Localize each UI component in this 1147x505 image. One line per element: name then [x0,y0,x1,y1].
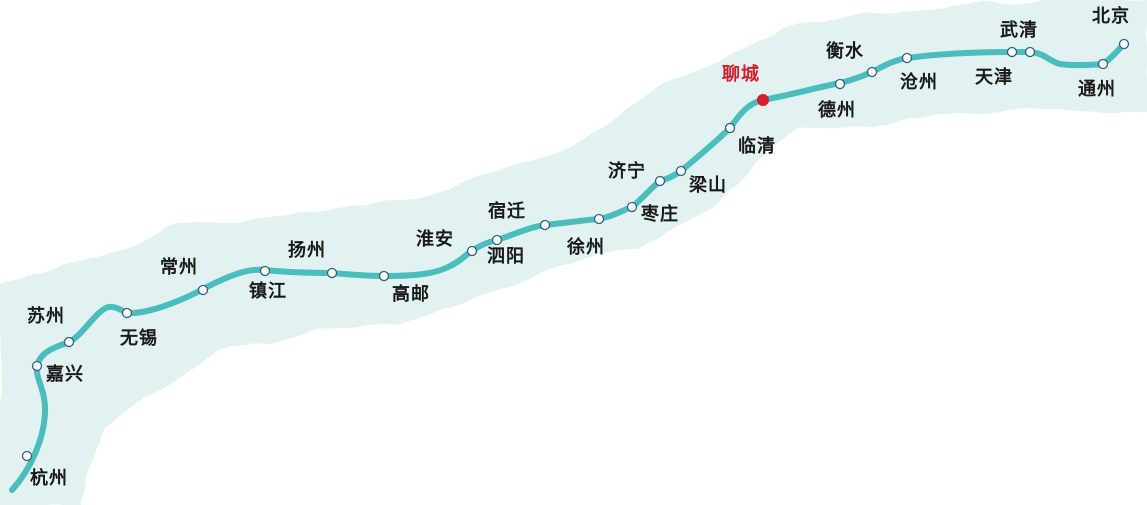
station-marker-zhenjiang [259,265,271,277]
city-label-wuxi: 无锡 [120,327,158,349]
station-marker-siyang [491,234,503,246]
station-layer [21,38,1130,462]
city-label-yangzhou: 扬州 [288,239,326,261]
city-label-huaian: 淮安 [416,228,454,250]
canal-route-line [9,41,1127,493]
city-label-wuqing: 武清 [1000,20,1038,41]
station-marker-wuqing [1024,46,1036,58]
city-label-zaozhuang: 枣庄 [640,203,679,225]
city-label-siyang: 泗阳 [487,245,525,267]
city-label-gaoyou: 高邮 [392,283,430,305]
city-label-suqian: 宿迁 [488,200,526,222]
station-marker-suzhou [63,336,75,348]
station-marker-linqing [724,122,736,134]
station-marker-changzhou [197,284,209,296]
station-marker-jiaxing [31,360,43,372]
city-label-liaocheng: 聊城 [722,63,760,85]
city-label-hangzhou: 杭州 [30,467,68,489]
station-marker-liaocheng [757,94,769,106]
station-marker-xuzhou [593,213,605,225]
city-label-jiaxing: 嘉兴 [45,364,84,385]
station-marker-huaian [466,245,478,257]
city-label-liangshan: 梁山 [688,174,727,196]
city-label-jining: 济宁 [608,160,646,182]
city-label-zhenjiang: 镇江 [249,280,287,302]
city-label-tongzhou: 通州 [1078,79,1116,100]
city-label-linqing: 临清 [738,135,776,157]
city-label-tianjin: 天津 [975,66,1013,88]
station-marker-zaozhuang [626,201,638,213]
station-marker-tianjin [1006,46,1018,58]
station-marker-yangzhou [326,267,338,279]
station-marker-tongzhou [1097,58,1109,70]
station-marker-beijing [1118,38,1130,50]
station-marker-dezhou [834,78,846,90]
station-marker-cangzhou [901,52,913,64]
city-label-cangzhou: 沧州 [900,71,938,93]
city-label-hengshui: 衡水 [826,40,864,62]
station-marker-suqian [539,219,551,231]
station-marker-liangshan [675,165,687,177]
city-label-suzhou: 苏州 [27,305,65,327]
city-label-xuzhou: 徐州 [566,236,605,258]
station-marker-wuxi [121,307,133,319]
city-label-changzhou: 常州 [160,256,198,278]
station-marker-jining [654,175,666,187]
city-label-beijing: 北京 [1092,5,1130,27]
city-label-dezhou: 德州 [818,99,856,121]
station-marker-gaoyou [378,270,390,282]
station-marker-hengshui [866,66,878,78]
station-marker-hangzhou [21,450,33,462]
